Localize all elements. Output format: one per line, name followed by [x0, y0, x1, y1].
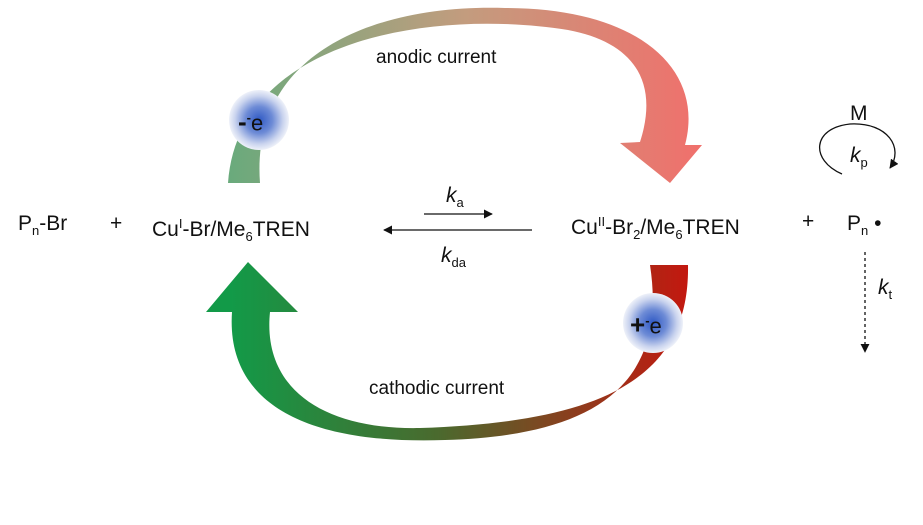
reduction-electron-badge: +-e [630, 309, 662, 340]
activator-label: CuI-Br/Me6TREN [152, 216, 310, 245]
cathodic-current-label: cathodic current [369, 378, 505, 399]
rate-propagation-label: kp [850, 144, 868, 171]
anodic-current-label: anodic current [376, 47, 497, 68]
plus-sign-1: + [110, 212, 123, 235]
deactivator-label: CuII-Br2/Me6TREN [571, 214, 740, 243]
electron-ball-reduction [623, 293, 683, 353]
anodic-arrow [228, 7, 702, 184]
radical-label: Pn • [847, 212, 882, 239]
propagation-loop-arrow [818, 123, 899, 175]
rate-deactivation-label: kda [441, 244, 466, 271]
rate-activation-label: ka [446, 184, 464, 211]
cathodic-arrow [206, 262, 689, 441]
monomer-label: M [850, 102, 868, 125]
electron-ball-oxidation [229, 90, 289, 150]
plus-sign-2: + [802, 210, 815, 233]
oxidation-electron-badge: --e [238, 106, 264, 137]
rate-termination-label: kt [878, 276, 893, 303]
reactant-label: Pn-Br [18, 212, 68, 239]
